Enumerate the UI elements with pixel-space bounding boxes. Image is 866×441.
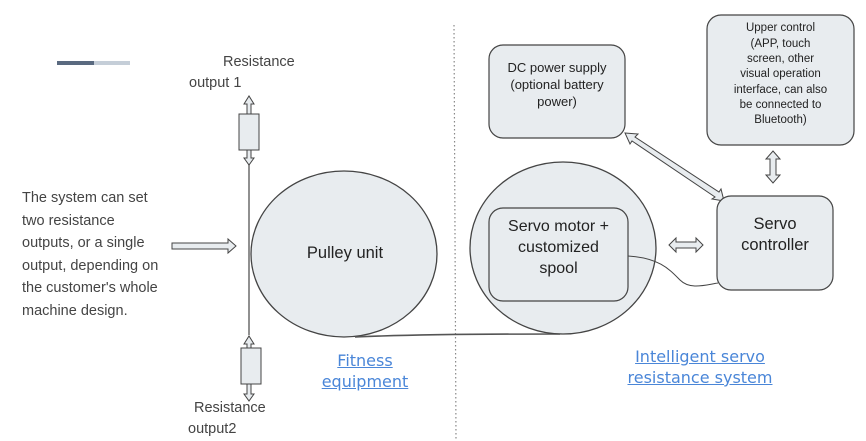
resistance-output-1-line1: Resistance (223, 54, 295, 70)
intelligent-servo-line1: Intelligent servo (635, 347, 765, 366)
dc-power-line1: DC power supply (507, 59, 607, 75)
upper-control-line: visual operation (740, 68, 821, 81)
belt-line (354, 333, 561, 338)
upper-control-label: Upper control (APP, touch screen, other … (707, 20, 854, 130)
dc-power-line2: (optional battery (510, 76, 604, 92)
description-line: output, depending on (22, 257, 159, 274)
resistance-output-1-label: Resistance output 1 (189, 52, 299, 94)
resistance-output-2-label: Resistance output2 (188, 398, 294, 440)
title-accent-bar-light (94, 61, 130, 65)
dc-power-supply-label: DC power supply (optional battery power) (489, 54, 625, 114)
upper-control-line: be connected to (739, 98, 822, 111)
upper-control-node (706, 14, 855, 146)
servo-motor-line1: Servo motor + (508, 217, 609, 235)
resistance-output-1-line2: output 1 (189, 75, 242, 91)
description-line: The system can set (22, 190, 148, 206)
intelligent-servo-system-link[interactable]: Intelligent servo resistance system (610, 346, 790, 388)
power-link-arrow (624, 132, 725, 202)
title-accent-bar-dark (57, 61, 94, 65)
fitness-equipment-link[interactable]: Fitness equipment (300, 350, 430, 392)
upper-control-line: screen, other (746, 53, 815, 66)
servo-controller-link-arrow (668, 236, 704, 254)
servo-controller-node (716, 195, 834, 291)
section-divider (453, 24, 457, 441)
description-line: outputs, or a single (22, 235, 145, 251)
servo-motor-node (488, 207, 629, 302)
title-accent-bar (57, 61, 130, 65)
description-line: the customer's whole (22, 280, 158, 296)
fitness-equipment-line1: Fitness (337, 351, 393, 370)
dc-power-line3: power) (537, 93, 577, 109)
spool-wire (627, 255, 719, 287)
resistance-output-2-line2: output2 (188, 421, 237, 437)
servo-controller-line1: Servo (753, 215, 797, 233)
upper-control-line: Bluetooth) (754, 114, 807, 127)
system-description: The system can set two resistance output… (22, 187, 192, 322)
description-line: two resistance (22, 212, 115, 229)
resistance-output-2-line1: Resistance (194, 400, 266, 416)
servo-controller-label: Servo controller (717, 212, 833, 258)
fitness-equipment-line2: equipment (321, 372, 409, 391)
description-line: machine design. (22, 302, 128, 319)
servo-controller-line2: controller (741, 236, 809, 254)
dc-power-supply-node (488, 44, 626, 139)
resistance-output-1-actuator (238, 95, 260, 166)
pulley-unit-node (250, 170, 438, 338)
upper-control-line: interface, can also (733, 83, 828, 96)
upper-control-line: (APP, touch (750, 37, 811, 50)
upper-control-line: Upper control (745, 22, 816, 35)
servo-motor-line3: spool (539, 259, 578, 277)
description-arrow (171, 237, 237, 255)
pulley-unit-label: Pulley unit (306, 243, 384, 262)
servo-motor-label: Servo motor + customized spool (489, 214, 628, 280)
intelligent-servo-line2: resistance system (627, 368, 773, 387)
servo-motor-line2: customized (518, 238, 599, 256)
control-link-arrow (764, 150, 782, 184)
resistance-output-2-actuator (240, 335, 262, 402)
